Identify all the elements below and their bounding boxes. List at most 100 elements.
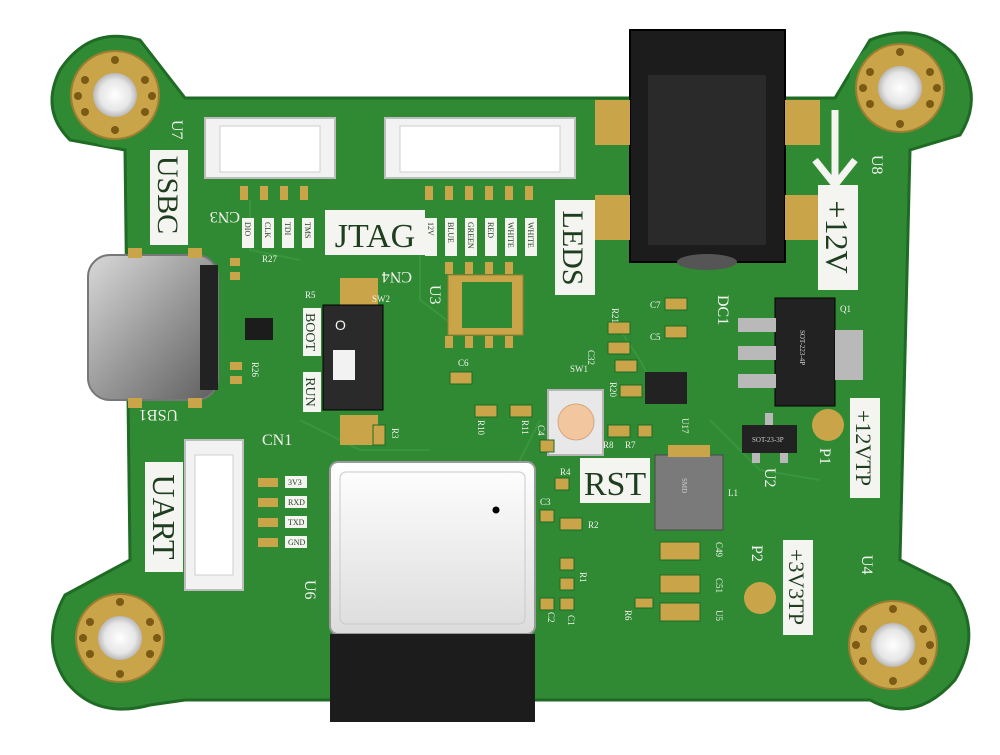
uart-label-box: UART xyxy=(145,462,183,572)
rst-label-box: RST xyxy=(580,458,650,503)
uart-pin-1: 3V3 xyxy=(288,478,302,487)
ref-r11: R11 xyxy=(520,420,530,435)
u17-ic xyxy=(645,372,687,404)
ref-usb1: USB1 xyxy=(139,406,178,423)
ref-c1: C1 xyxy=(566,615,576,626)
ref-u5: U5 xyxy=(714,610,724,621)
test-point-p1 xyxy=(812,409,844,441)
ref-u6: U6 xyxy=(301,580,318,600)
leds-connector xyxy=(384,117,576,200)
mounting-hole-tl xyxy=(63,43,167,147)
plus12v-label-box: +12V xyxy=(818,185,858,290)
ref-c7: C7 xyxy=(650,300,661,310)
plus12v-label: +12V xyxy=(819,200,855,273)
run-label: RUN xyxy=(302,377,317,407)
ref-c32: C32 xyxy=(586,350,596,365)
test-point-p2 xyxy=(744,582,776,614)
leds-pin-6: WHITE xyxy=(526,222,535,248)
leds-label-box: LEDS xyxy=(555,200,595,295)
reset-button[interactable] xyxy=(547,389,604,456)
ref-u2: U2 xyxy=(761,468,778,488)
ref-c6: C6 xyxy=(458,358,469,368)
u3-ic xyxy=(445,262,524,348)
ref-c3: C3 xyxy=(540,497,551,507)
uart-pin-2: RXD xyxy=(288,498,305,507)
usb-c-port xyxy=(87,254,219,401)
regulator-sot223 xyxy=(738,297,863,407)
jtag-connector xyxy=(204,117,336,200)
plus3v3tp-label-box: +3V3TP xyxy=(783,540,813,635)
inductor-l1 xyxy=(654,445,724,531)
ref-cn4: CN4 xyxy=(382,268,412,285)
ref-u4: U4 xyxy=(858,555,875,575)
leds-pin-3: GREEN xyxy=(466,222,475,249)
boot-dip-switch xyxy=(322,278,384,445)
leds-label: LEDS xyxy=(556,211,589,286)
ref-p1: P1 xyxy=(816,448,833,465)
ref-r7: R7 xyxy=(625,440,636,450)
mounting-hole-bl xyxy=(68,586,172,690)
leds-pin-2: BLUE xyxy=(446,222,455,243)
jtag-pin-4: TMS xyxy=(303,222,312,238)
switch-o-label: O xyxy=(335,317,346,333)
leds-pin-5: WHITE xyxy=(506,222,515,248)
ref-r6: R6 xyxy=(623,610,633,621)
ref-dc1: DC1 xyxy=(714,295,731,325)
uart-pin-4: GND xyxy=(288,538,306,547)
dc-jack xyxy=(629,29,786,270)
jtag-pin-2: CLK xyxy=(263,222,272,238)
plus12vtp-label: +12VTP xyxy=(851,410,876,486)
ref-r27: R27 xyxy=(262,254,278,264)
u2-sot23 xyxy=(742,413,797,463)
leds-pin-4: RED xyxy=(486,222,495,238)
ref-r3: R3 xyxy=(390,428,400,439)
ref-cn1: CN1 xyxy=(262,432,292,449)
ref-c4: C4 xyxy=(536,425,546,436)
ref-q1: Q1 xyxy=(840,304,851,314)
ref-c2: C2 xyxy=(546,612,556,623)
passives xyxy=(372,297,701,622)
ref-p2: P2 xyxy=(748,545,765,562)
ref-r10: R10 xyxy=(476,420,486,436)
mounting-hole-tr xyxy=(848,36,952,140)
inductor-marking: SMD xyxy=(680,478,688,493)
ref-r2: R2 xyxy=(588,520,599,530)
jtag-pin-3: TDI xyxy=(283,222,292,236)
ref-r26: R26 xyxy=(250,362,260,378)
ref-cn3: CN3 xyxy=(210,208,240,225)
leds-pin-1: 12V xyxy=(426,222,435,236)
ref-r20: R20 xyxy=(608,382,618,398)
boot-label: BOOT xyxy=(302,313,317,352)
dc-pads xyxy=(595,100,820,240)
uart-pin-3: TXD xyxy=(288,518,305,527)
mounting-hole-br xyxy=(841,593,945,697)
rst-label: RST xyxy=(584,466,647,503)
sot23-marking: SOT-23-3P xyxy=(752,436,784,444)
esp-module xyxy=(329,461,536,722)
jtag-label: JTAG xyxy=(335,218,415,255)
ref-r4: R4 xyxy=(560,467,571,477)
ref-u8: U8 xyxy=(868,155,885,175)
via-dots xyxy=(74,48,941,685)
ref-r21: R21 xyxy=(610,308,620,323)
jtag-pin-1: DIO xyxy=(243,222,252,236)
uart-label: UART xyxy=(146,474,182,560)
ref-r1: R1 xyxy=(578,572,588,583)
ref-r5: R5 xyxy=(305,290,316,300)
ref-u3: U3 xyxy=(426,285,443,305)
sot223-marking: SOT-223-4P xyxy=(798,330,806,365)
ref-u17: U17 xyxy=(680,418,690,434)
ref-c5: C5 xyxy=(650,332,661,342)
run-label-box: RUN xyxy=(302,372,321,412)
ref-r8: R8 xyxy=(603,440,614,450)
plus12vtp-label-box: +12VTP xyxy=(850,398,880,498)
ref-c49: C49 xyxy=(714,542,724,558)
ref-u7: U7 xyxy=(168,120,185,140)
ref-c51: C51 xyxy=(714,578,724,593)
ref-l1: L1 xyxy=(728,488,738,498)
usbc-label-box: USBC xyxy=(150,150,188,245)
ref-sw1: SW1 xyxy=(570,364,588,374)
uart-connector xyxy=(184,439,278,591)
boot-label-box: BOOT xyxy=(302,308,321,356)
